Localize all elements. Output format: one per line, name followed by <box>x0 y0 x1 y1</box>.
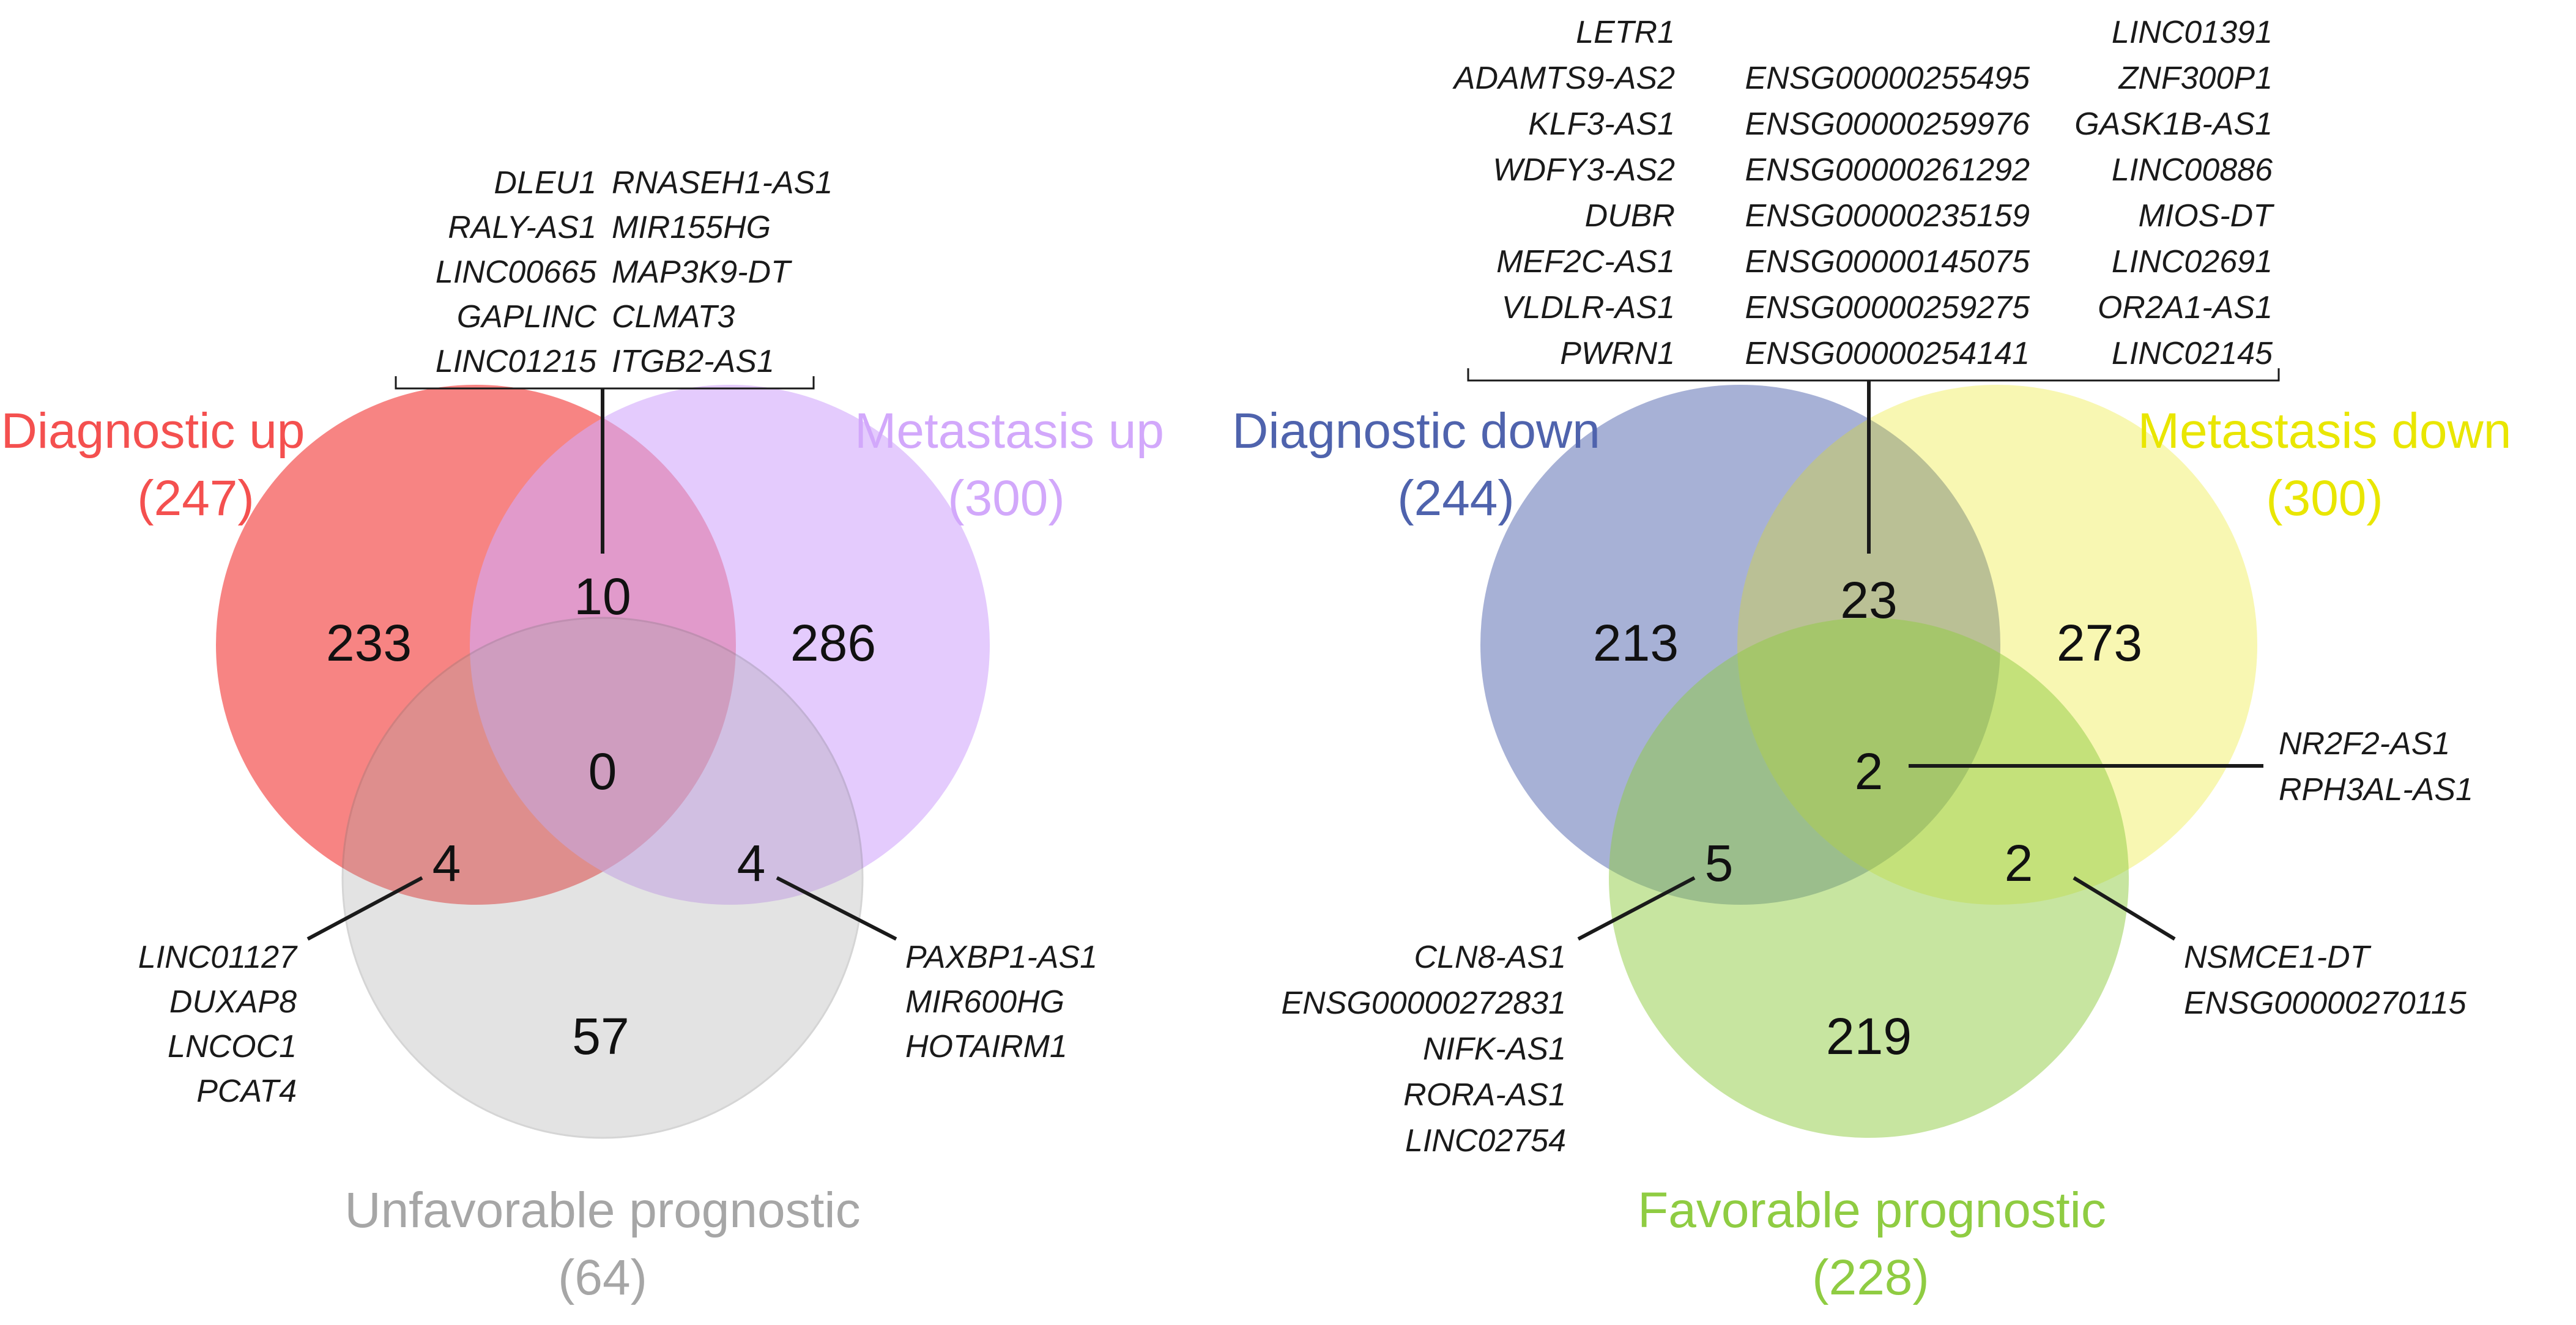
gene-name: LETR1 <box>1576 15 1675 50</box>
right-ab-bracket <box>1467 368 2280 382</box>
gene-name: PAXBP1-AS1 <box>905 940 1097 975</box>
gene-name: LINC00886 <box>2112 152 2273 188</box>
right-count-diagnostic-only: 213 <box>1593 614 1679 672</box>
gene-name: ENSG00000259275 <box>1745 290 2031 325</box>
gene-name: LINC02145 <box>2112 336 2273 371</box>
gene-name: NSMCE1-DT <box>2184 940 2372 975</box>
right-count-metastasis-only: 273 <box>2057 614 2142 672</box>
gene-name: LINC00665 <box>436 254 597 290</box>
gene-name: LINC01391 <box>2112 15 2273 50</box>
left-set-count-diagnostic-up: (247) <box>137 470 254 526</box>
gene-name: MEF2C-AS1 <box>1496 244 1675 280</box>
gene-name: GASK1B-AS1 <box>2074 106 2273 142</box>
gene-name: MIOS-DT <box>2138 198 2274 234</box>
gene-name: LINC01127 <box>138 940 298 975</box>
gene-name: ADAMTS9-AS2 <box>1452 61 1675 96</box>
left-set-count-unfavorable-prognostic: (64) <box>558 1250 647 1305</box>
left-bc-leader-line <box>776 876 897 941</box>
left-venn: Diagnostic up (247) Metastasis up (300) … <box>1 165 1164 1305</box>
right-ac-leader-line <box>1577 876 1696 941</box>
left-count-prognostic-only: 57 <box>572 1008 629 1065</box>
gene-name: HOTAIRM1 <box>905 1029 1067 1064</box>
right-venn: Diagnostic down (244) Metastasis down (3… <box>1232 15 2511 1305</box>
right-count-prognostic-only: 219 <box>1826 1008 1912 1065</box>
gene-name: GAPLINC <box>457 299 597 335</box>
gene-name: MIR600HG <box>905 984 1064 1020</box>
right-bc-gene-list: NSMCE1-DT ENSG00000270115 <box>2184 940 2467 1021</box>
gene-name: MAP3K9-DT <box>612 254 792 290</box>
left-set-title-unfavorable-prognostic: Unfavorable prognostic <box>344 1182 860 1238</box>
left-count-diagnostic-only: 233 <box>326 614 412 672</box>
gene-name: LINC02691 <box>2112 244 2273 280</box>
left-set-title-metastasis-up: Metastasis up <box>855 403 1164 459</box>
gene-name: ENSG00000145075 <box>1745 244 2031 280</box>
right-set-count-metastasis-down: (300) <box>2266 470 2383 526</box>
gene-name: NR2F2-AS1 <box>2279 726 2450 762</box>
gene-name: LINC02754 <box>1405 1123 1566 1159</box>
left-count-all-three: 0 <box>588 743 617 800</box>
gene-name: ENSG00000259976 <box>1745 106 2030 142</box>
right-count-meta-prog: 2 <box>2005 834 2033 892</box>
gene-name: ENSG00000272831 <box>1282 985 1567 1021</box>
gene-name: OR2A1-AS1 <box>2098 290 2273 325</box>
left-count-diag-meta: 10 <box>574 568 631 625</box>
right-set-count-diagnostic-down: (244) <box>1397 470 1514 526</box>
right-count-diag-meta: 23 <box>1840 571 1897 629</box>
left-circle-unfavorable-prognostic <box>341 617 864 1139</box>
left-set-title-diagnostic-up: Diagnostic up <box>1 403 305 459</box>
gene-name: RPH3AL-AS1 <box>2279 772 2473 807</box>
right-set-title-diagnostic-down: Diagnostic down <box>1232 403 1600 459</box>
right-set-count-favorable-prognostic: (228) <box>1812 1250 1929 1305</box>
gene-name: RNASEH1-AS1 <box>612 165 833 201</box>
right-circle-favorable-prognostic <box>1609 618 2129 1138</box>
gene-name: RALY-AS1 <box>448 210 596 245</box>
gene-name: ENSG00000261292 <box>1745 152 2030 188</box>
gene-name: CLMAT3 <box>612 299 735 335</box>
gene-name: ENSG00000255495 <box>1745 61 2031 96</box>
gene-name: DUXAP8 <box>169 984 297 1020</box>
right-bc-leader-line <box>2073 876 2176 941</box>
gene-name: KLF3-AS1 <box>1528 106 1675 142</box>
gene-name: CLN8-AS1 <box>1414 940 1566 975</box>
gene-name: DUBR <box>1585 198 1675 234</box>
gene-name: RORA-AS1 <box>1403 1077 1566 1113</box>
left-count-meta-prog: 4 <box>737 834 766 892</box>
right-count-all-three: 2 <box>1855 743 1884 800</box>
gene-name: VLDLR-AS1 <box>1502 290 1675 325</box>
gene-name: ENSG00000270115 <box>2184 985 2467 1021</box>
gene-name: NIFK-AS1 <box>1423 1031 1566 1067</box>
gene-name: ENSG00000254141 <box>1745 336 2030 371</box>
right-count-diag-prog: 5 <box>1705 834 1734 892</box>
right-set-title-metastasis-down: Metastasis down <box>2138 403 2512 459</box>
gene-name: PWRN1 <box>1560 336 1675 371</box>
left-circle-metastasis-up <box>470 385 990 905</box>
left-count-metastasis-only: 286 <box>790 614 876 672</box>
right-set-title-favorable-prognostic: Favorable prognostic <box>1638 1182 2106 1238</box>
left-set-count-metastasis-up: (300) <box>948 470 1064 526</box>
gene-name: MIR155HG <box>612 210 771 245</box>
left-count-diag-prog: 4 <box>432 834 461 892</box>
gene-name: ZNF300P1 <box>2118 61 2273 96</box>
left-ac-leader-line <box>306 876 423 941</box>
gene-name: LNCOC1 <box>168 1029 297 1064</box>
gene-name: DLEU1 <box>494 165 596 201</box>
left-ab-bracket <box>395 376 815 390</box>
gene-name: LINC01215 <box>436 344 597 379</box>
gene-name: PCAT4 <box>196 1074 297 1109</box>
gene-name: ENSG00000235159 <box>1745 198 2030 234</box>
gene-name: ITGB2-AS1 <box>612 344 774 379</box>
gene-name: WDFY3-AS2 <box>1493 152 1675 188</box>
